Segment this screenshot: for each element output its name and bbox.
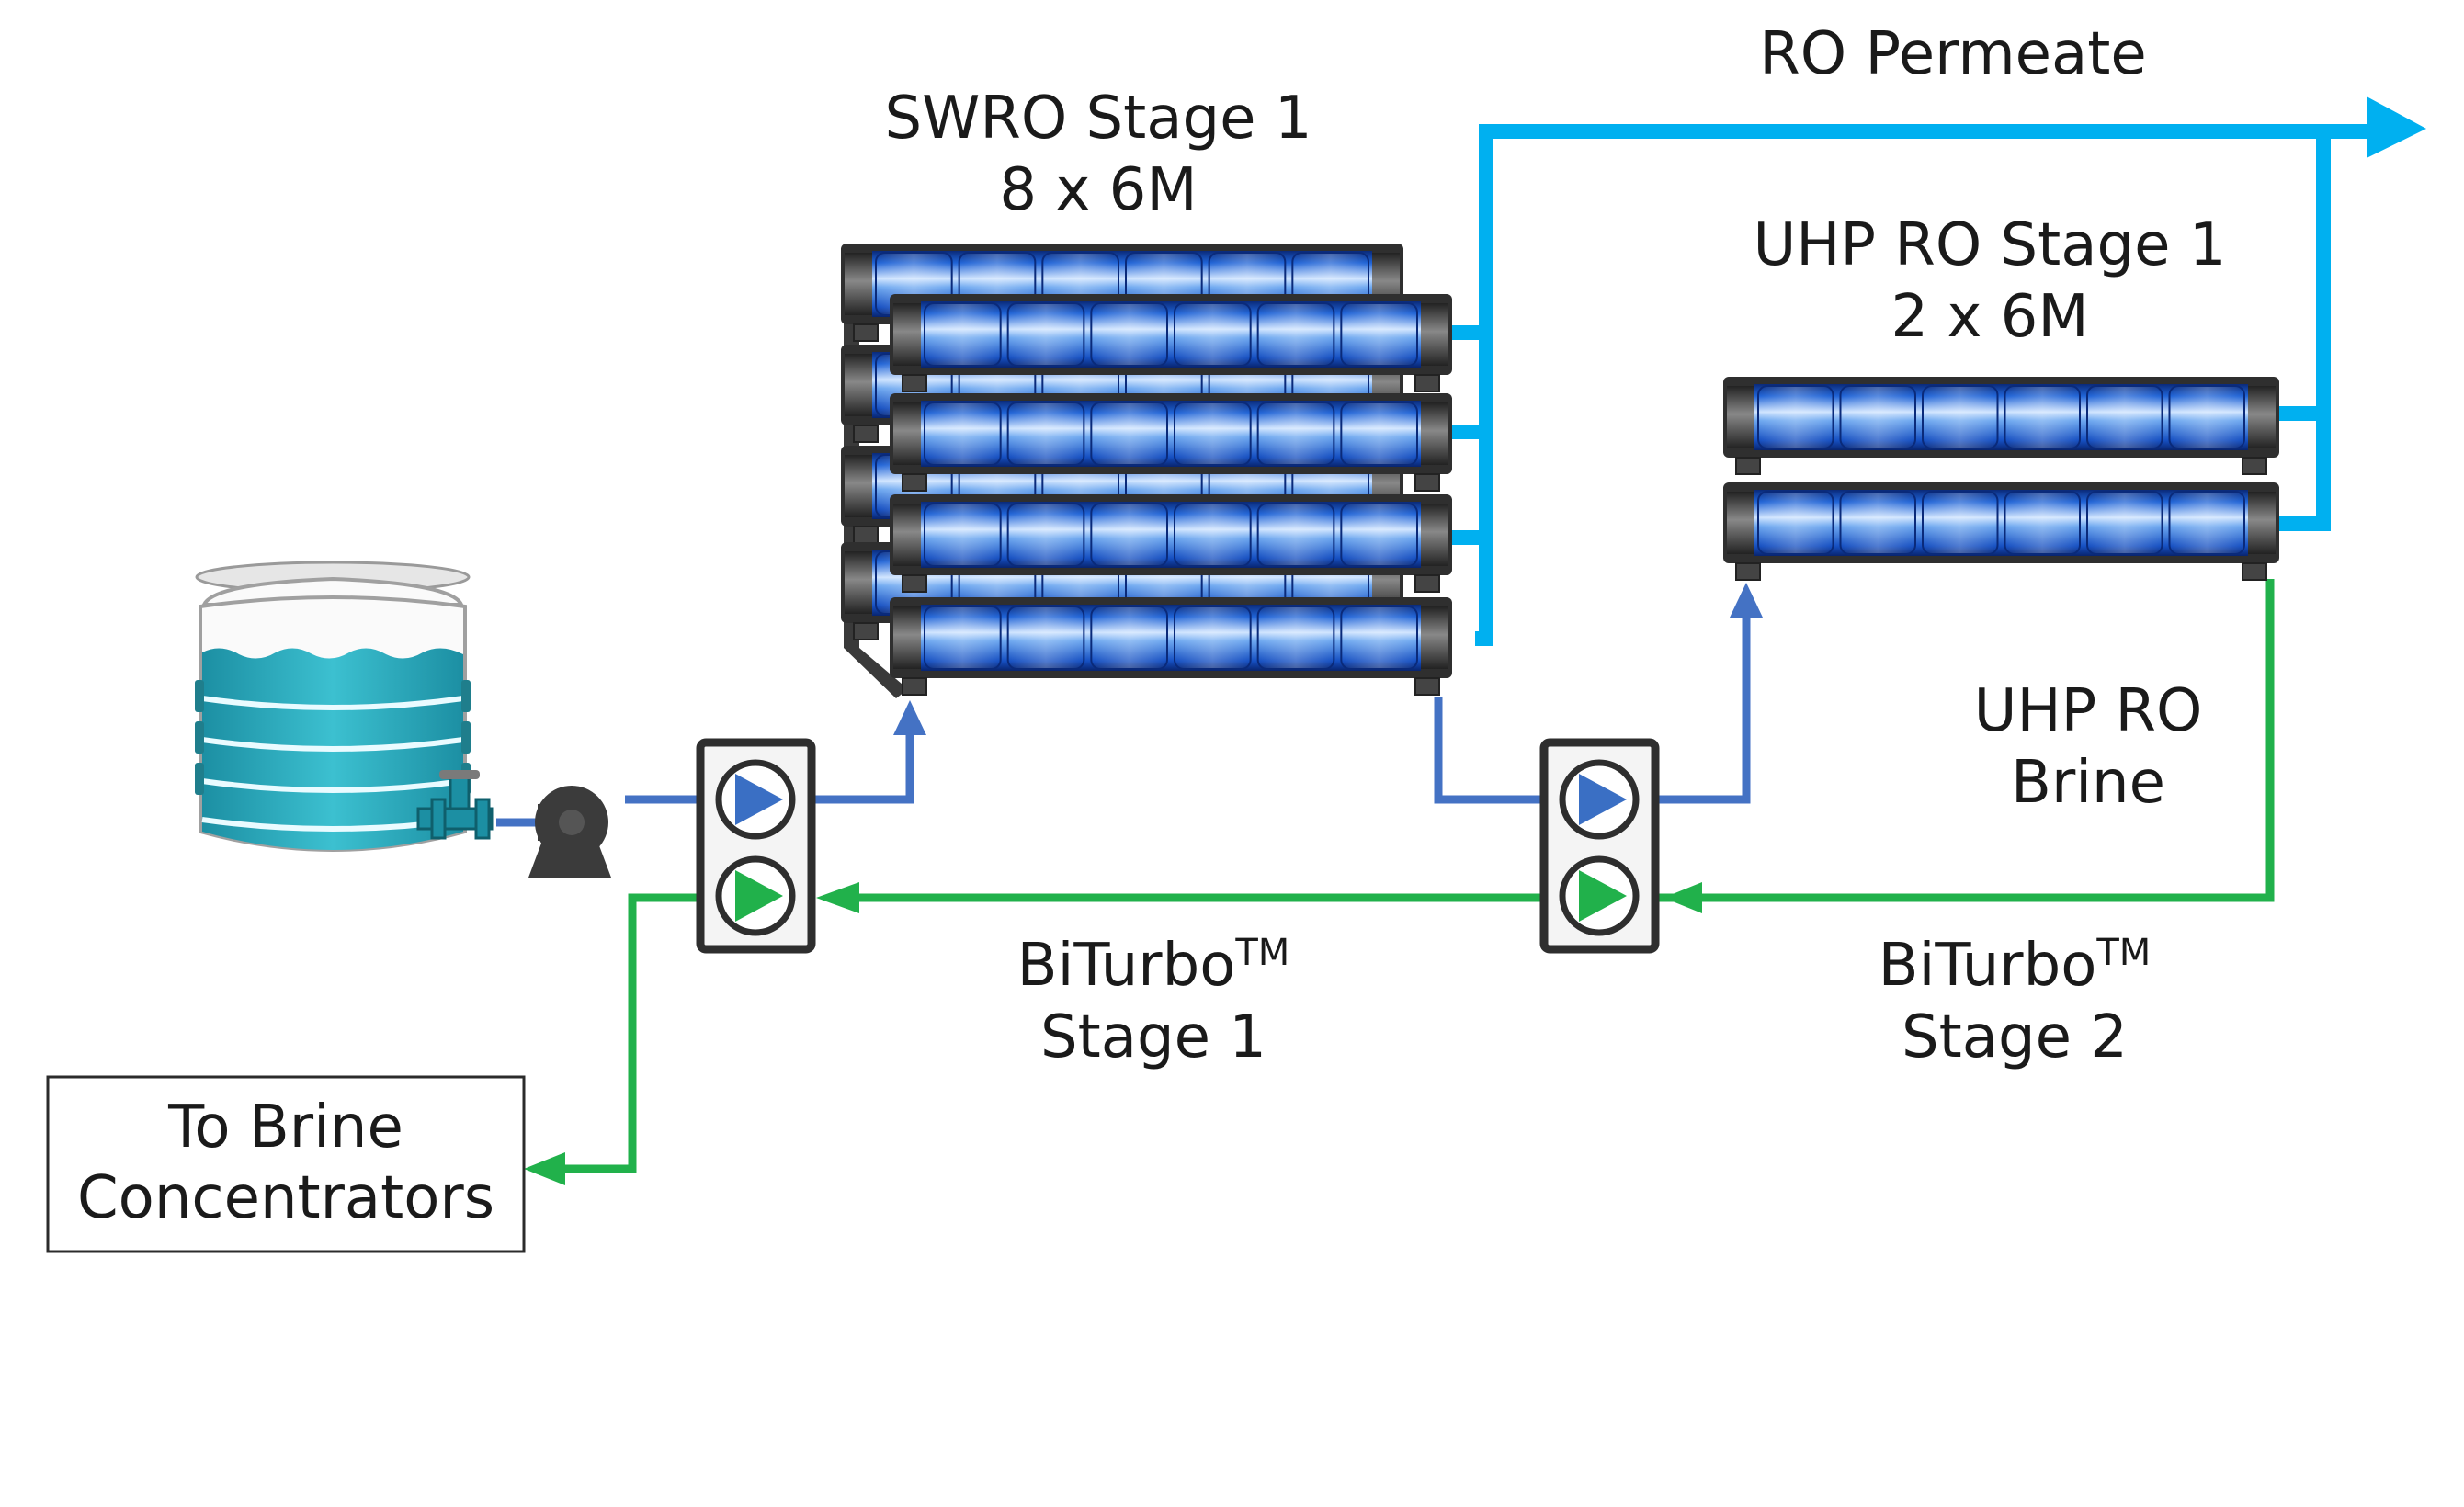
ro-permeate-label: RO Permeate xyxy=(1759,20,2146,88)
brine-box-line2: Concentrators xyxy=(77,1164,494,1232)
biturbo-stage1-icon xyxy=(696,738,816,954)
brine-concentrators-box xyxy=(46,1075,526,1253)
brine-box-line1: To Brine xyxy=(167,1093,403,1161)
uhp-brine-label-line1: UHP RO xyxy=(1974,677,2203,745)
uhp-brine-label-line2: Brine xyxy=(2011,749,2165,817)
feed-lines xyxy=(496,602,1751,827)
feed-arrow-swro-icon xyxy=(893,700,926,735)
feed-arrow-uhp-icon xyxy=(1730,583,1763,618)
uhp-stage1-config: 2 x 6M xyxy=(1891,283,2088,351)
swro-stage1-rack xyxy=(841,244,1452,698)
biturbo-stage2-name: BiTurbo xyxy=(1879,932,2097,1000)
brine-arrow-out-icon xyxy=(524,1152,565,1185)
uhp-vessel-1 xyxy=(1723,377,2279,475)
biturbo-stage2-tm: TM xyxy=(2095,932,2151,974)
swro-stage1-title: SWRO Stage 1 xyxy=(884,85,1311,153)
swro-stage1-config: 8 x 6M xyxy=(999,156,1197,224)
feed-pump-icon xyxy=(528,786,611,878)
swro-vessel-front-3 xyxy=(890,494,1452,593)
biturbo-stage2-stage: Stage 2 xyxy=(1902,1003,2128,1071)
permeate-arrow-icon xyxy=(2367,96,2426,158)
biturbo-stage2-icon xyxy=(1539,738,1660,954)
biturbo-stage1-label: BiTurboTM xyxy=(1017,932,1290,1000)
uhp-stage1-title: UHP RO Stage 1 xyxy=(1753,211,2226,279)
biturbo-stage1-tm: TM xyxy=(1234,932,1289,974)
storage-tank-icon xyxy=(195,561,494,852)
brine-lines xyxy=(551,579,2275,1173)
permeate-lines xyxy=(1452,124,2385,646)
swro-vessel-front-2 xyxy=(890,393,1452,492)
brine-arrow-turbo2-icon xyxy=(1663,882,1702,913)
biturbo-stage1-stage: Stage 1 xyxy=(1040,1003,1266,1071)
swro-vessel-front-1 xyxy=(890,294,1452,392)
swro-vessel-front-4 xyxy=(890,597,1452,696)
biturbo-stage2-label: BiTurboTM xyxy=(1879,932,2152,1000)
uhp-stage1-rack xyxy=(1723,377,2279,581)
biturbo-stage1-name: BiTurbo xyxy=(1017,932,1236,1000)
uhp-vessel-2 xyxy=(1723,482,2279,581)
brine-arrow-turbo1-icon xyxy=(816,882,859,913)
